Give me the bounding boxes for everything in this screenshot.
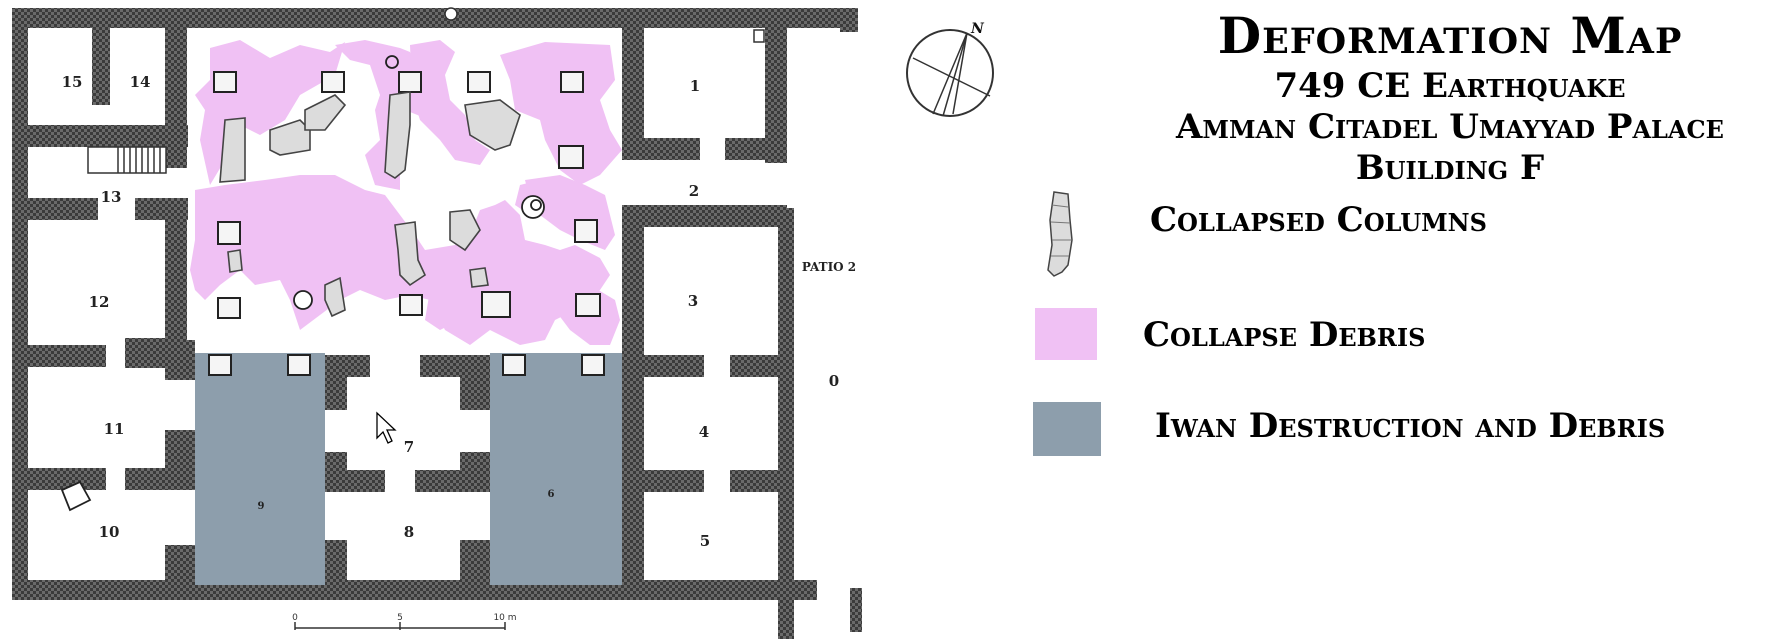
map-subtitle-earthquake: 749 CE Earthquake (1274, 66, 1626, 106)
iwan-debris-left (195, 353, 325, 585)
round-bases (60, 55, 545, 512)
map-subtitle-site: Amman Citadel Umayyad Palace (1176, 107, 1724, 147)
room-11: 11 (104, 420, 125, 438)
zero-label: 0 (829, 372, 839, 390)
map-subtitle-building: Building F (1355, 148, 1545, 188)
scale-bar (294, 622, 506, 630)
legend-swatch-collapse-debris (1035, 308, 1097, 360)
iwan-debris-right (490, 353, 622, 585)
room-10: 10 (99, 523, 120, 541)
legend-swatch-iwan-destruction (1033, 402, 1101, 456)
compass-n-label: N (970, 21, 985, 37)
patio-label: PATIO 2 (802, 260, 856, 274)
north-arrow-icon: N (906, 21, 994, 117)
room-4: 4 (699, 423, 709, 441)
scale-label-10: 10 m (493, 613, 516, 623)
wall-niche (444, 7, 458, 21)
room-9: 9 (258, 501, 265, 512)
legend-collapsed-columns: Collapsed Columns (1150, 200, 1487, 240)
room-7: 7 (404, 438, 414, 456)
stairs (87, 146, 167, 174)
fallen-columns (219, 91, 521, 318)
site-plan: 1 2 3 4 5 6 7 8 9 10 11 12 13 14 15 PATI… (12, 7, 862, 639)
mouse-cursor-icon (376, 411, 397, 444)
room-15: 15 (62, 73, 83, 91)
column-icon (1047, 191, 1073, 277)
room-3: 3 (688, 292, 698, 310)
room-1: 1 (690, 77, 700, 95)
room-13: 13 (101, 188, 122, 206)
room-2: 2 (689, 182, 699, 200)
room-5: 5 (700, 532, 710, 550)
room-8: 8 (404, 523, 414, 541)
column-bases (208, 71, 605, 376)
scale-label-0: 0 (292, 613, 298, 623)
map-title: Deformation Map (1217, 6, 1683, 65)
legend-iwan-destruction: Iwan Destruction and Debris (1155, 406, 1666, 446)
room-6: 6 (548, 489, 555, 500)
scale-label-5: 5 (397, 613, 403, 623)
room-14: 14 (130, 73, 151, 91)
legend-collapse-debris: Collapse Debris (1143, 315, 1426, 355)
room-12: 12 (89, 293, 110, 311)
wall-marker (753, 29, 765, 43)
walls (12, 8, 862, 639)
